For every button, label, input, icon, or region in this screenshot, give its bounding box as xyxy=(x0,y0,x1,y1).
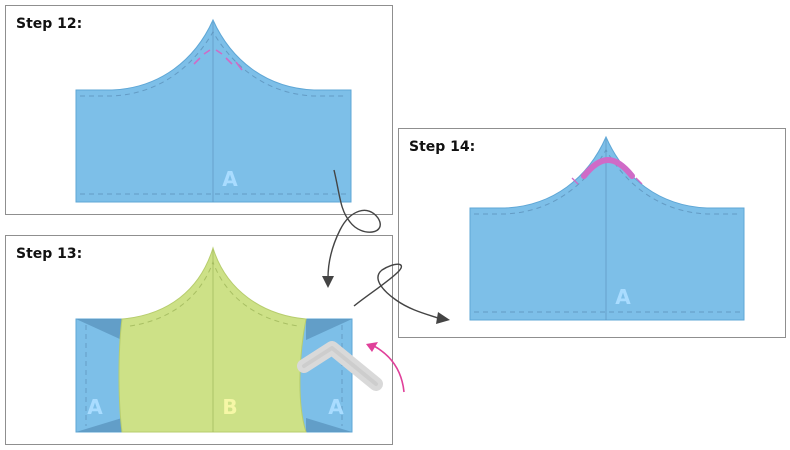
turn-arrow-head xyxy=(366,342,378,352)
step-12-fabric: A xyxy=(75,18,352,203)
connector-13-to-14 xyxy=(353,263,439,319)
piece-label-b: B xyxy=(222,395,237,419)
piece-label-a: A xyxy=(222,167,238,191)
rolled-strap-shade xyxy=(302,346,378,386)
pin-marks xyxy=(193,49,243,71)
step-12-title: Step 12: xyxy=(16,16,83,32)
connector-12-to-13 xyxy=(327,169,381,279)
piece-label-a-right: A xyxy=(328,395,344,419)
fold-corner-right-bottom xyxy=(306,418,352,432)
piece-label-a-14: A xyxy=(615,285,631,309)
step-14-title: Step 14: xyxy=(409,139,476,155)
connector-12-to-13-head xyxy=(322,276,334,288)
turn-arrow xyxy=(373,345,405,393)
fold-corner-left-top xyxy=(76,319,122,340)
step-13-title: Step 13: xyxy=(16,246,83,262)
connector-13-to-14-head xyxy=(436,312,450,324)
fabric-piece-a-finished xyxy=(469,135,745,321)
step-14-fabric: A xyxy=(469,135,745,321)
piece-label-a-left: A xyxy=(87,395,103,419)
fold-corner-right-top xyxy=(306,319,352,340)
fold-corner-left-bottom xyxy=(76,418,122,432)
step-13-fabric: A B A xyxy=(75,246,405,433)
stitched-seam-highlight xyxy=(581,156,635,179)
stitch-end-marks xyxy=(571,177,643,185)
